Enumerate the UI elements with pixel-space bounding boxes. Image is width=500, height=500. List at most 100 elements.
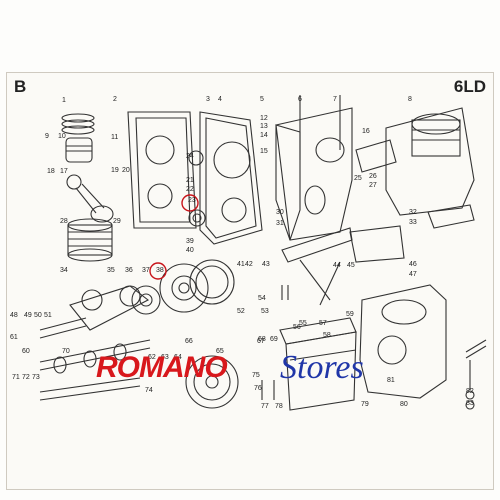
part-number-26: 26 <box>369 173 377 180</box>
part-number-4: 4 <box>218 96 222 103</box>
part-number-68: 68 <box>258 336 266 343</box>
gear-cover-drawing <box>199 111 263 245</box>
part-number-18: 18 <box>47 168 55 175</box>
oil-sump-drawing <box>279 317 357 411</box>
part-number-33: 33 <box>409 219 417 226</box>
lower-crankcase-drawing <box>359 284 447 399</box>
part-number-1: 1 <box>62 97 66 104</box>
part-number-24: 24 <box>186 153 194 160</box>
part-number-23: 23 <box>188 197 196 204</box>
part-number-40: 40 <box>186 247 194 254</box>
part-number-8: 8 <box>408 96 412 103</box>
part-number-34: 34 <box>60 267 68 274</box>
part-number-37: 37 <box>142 267 150 274</box>
part-number-2: 2 <box>113 96 117 103</box>
gear-wheel-drawing <box>131 285 161 315</box>
crankshaft-drawing <box>39 285 150 339</box>
part-number-79: 79 <box>361 401 369 408</box>
part-number-73: 73 <box>32 374 40 381</box>
part-number-20: 20 <box>122 167 130 174</box>
part-number-9: 9 <box>45 133 49 140</box>
bolt-drawing <box>465 339 487 410</box>
pulley-drawing <box>185 355 239 409</box>
part-number-50: 50 <box>34 312 42 319</box>
watermark-stores: Stores <box>280 349 364 386</box>
part-number-53: 53 <box>261 308 269 315</box>
part-number-45: 45 <box>347 262 355 269</box>
bracket-drawing <box>281 225 405 306</box>
part-number-11: 11 <box>111 134 118 141</box>
part-number-12: 12 <box>260 115 268 122</box>
part-number-74: 74 <box>145 387 153 394</box>
part-number-46: 46 <box>409 261 417 268</box>
part-number-56: 56 <box>293 324 301 331</box>
part-number-35: 35 <box>107 267 115 274</box>
part-number-75: 75 <box>252 372 260 379</box>
part-number-77: 77 <box>261 403 269 410</box>
part-number-39: 39 <box>186 238 194 245</box>
part-number-7: 7 <box>333 96 337 103</box>
cylinder-liner-drawing <box>67 218 113 262</box>
oil-pan-support-drawing <box>355 139 475 229</box>
part-number-69: 69 <box>270 336 278 343</box>
part-number-78: 78 <box>275 403 283 410</box>
connecting-rod-drawing <box>66 174 114 223</box>
piston-drawing <box>65 137 93 163</box>
part-number-32: 32 <box>409 209 417 216</box>
part-number-14: 14 <box>260 132 268 139</box>
watermark-romano: ROMANO <box>96 351 228 384</box>
camshaft-drawing <box>39 339 151 401</box>
dowel-pins-drawing <box>261 285 289 400</box>
part-number-70: 70 <box>62 348 70 355</box>
part-number-19: 19 <box>111 167 119 174</box>
part-number-63: 63 <box>161 354 169 361</box>
part-number-38: 38 <box>156 267 164 274</box>
part-number-58: 58 <box>323 332 331 339</box>
part-number-13: 13 <box>260 123 268 130</box>
crankcase-drawing <box>275 95 353 241</box>
part-number-83: 83 <box>466 400 474 407</box>
part-number-27: 27 <box>369 182 377 189</box>
part-number-5: 5 <box>260 96 264 103</box>
engine-model-code: 6LD <box>453 77 486 96</box>
engine-block-drawing <box>385 107 475 216</box>
part-number-81: 81 <box>387 377 395 384</box>
part-number-42: 42 <box>245 261 253 268</box>
part-number-54: 54 <box>258 295 266 302</box>
part-number-55: 55 <box>299 320 307 327</box>
part-number-29: 29 <box>113 218 121 225</box>
part-number-48: 48 <box>10 312 18 319</box>
part-number-66: 66 <box>185 338 193 345</box>
part-number-76: 76 <box>254 385 262 392</box>
part-number-28: 28 <box>60 218 68 225</box>
part-number-36: 36 <box>125 267 133 274</box>
part-number-10: 10 <box>58 133 66 140</box>
part-number-59: 59 <box>346 311 354 318</box>
part-number-44: 44 <box>333 262 341 269</box>
part-number-82: 82 <box>466 388 474 395</box>
part-number-16: 16 <box>362 128 370 135</box>
part-number-41: 41 <box>237 261 245 268</box>
part-number-21: 21 <box>186 177 194 184</box>
section-letter: B <box>14 77 27 96</box>
part-number-62: 62 <box>148 354 156 361</box>
exploded-view-sheet <box>6 72 494 490</box>
part-number-3: 3 <box>206 96 210 103</box>
part-number-64: 64 <box>174 354 182 361</box>
part-number-30: 30 <box>276 209 284 216</box>
part-number-22: 22 <box>186 186 194 193</box>
part-number-65: 65 <box>216 348 224 355</box>
flywheel-drawing <box>159 259 235 313</box>
part-number-49: 49 <box>24 312 32 319</box>
highlight-circle-23 <box>181 194 199 212</box>
part-number-80: 80 <box>400 401 408 408</box>
part-number-43: 43 <box>262 261 270 268</box>
part-number-17: 17 <box>60 168 68 175</box>
seal-ring-drawing <box>188 150 206 227</box>
part-number-31: 31 <box>276 220 284 227</box>
part-number-61: 61 <box>10 334 18 341</box>
part-number-67: 67 <box>257 338 265 345</box>
